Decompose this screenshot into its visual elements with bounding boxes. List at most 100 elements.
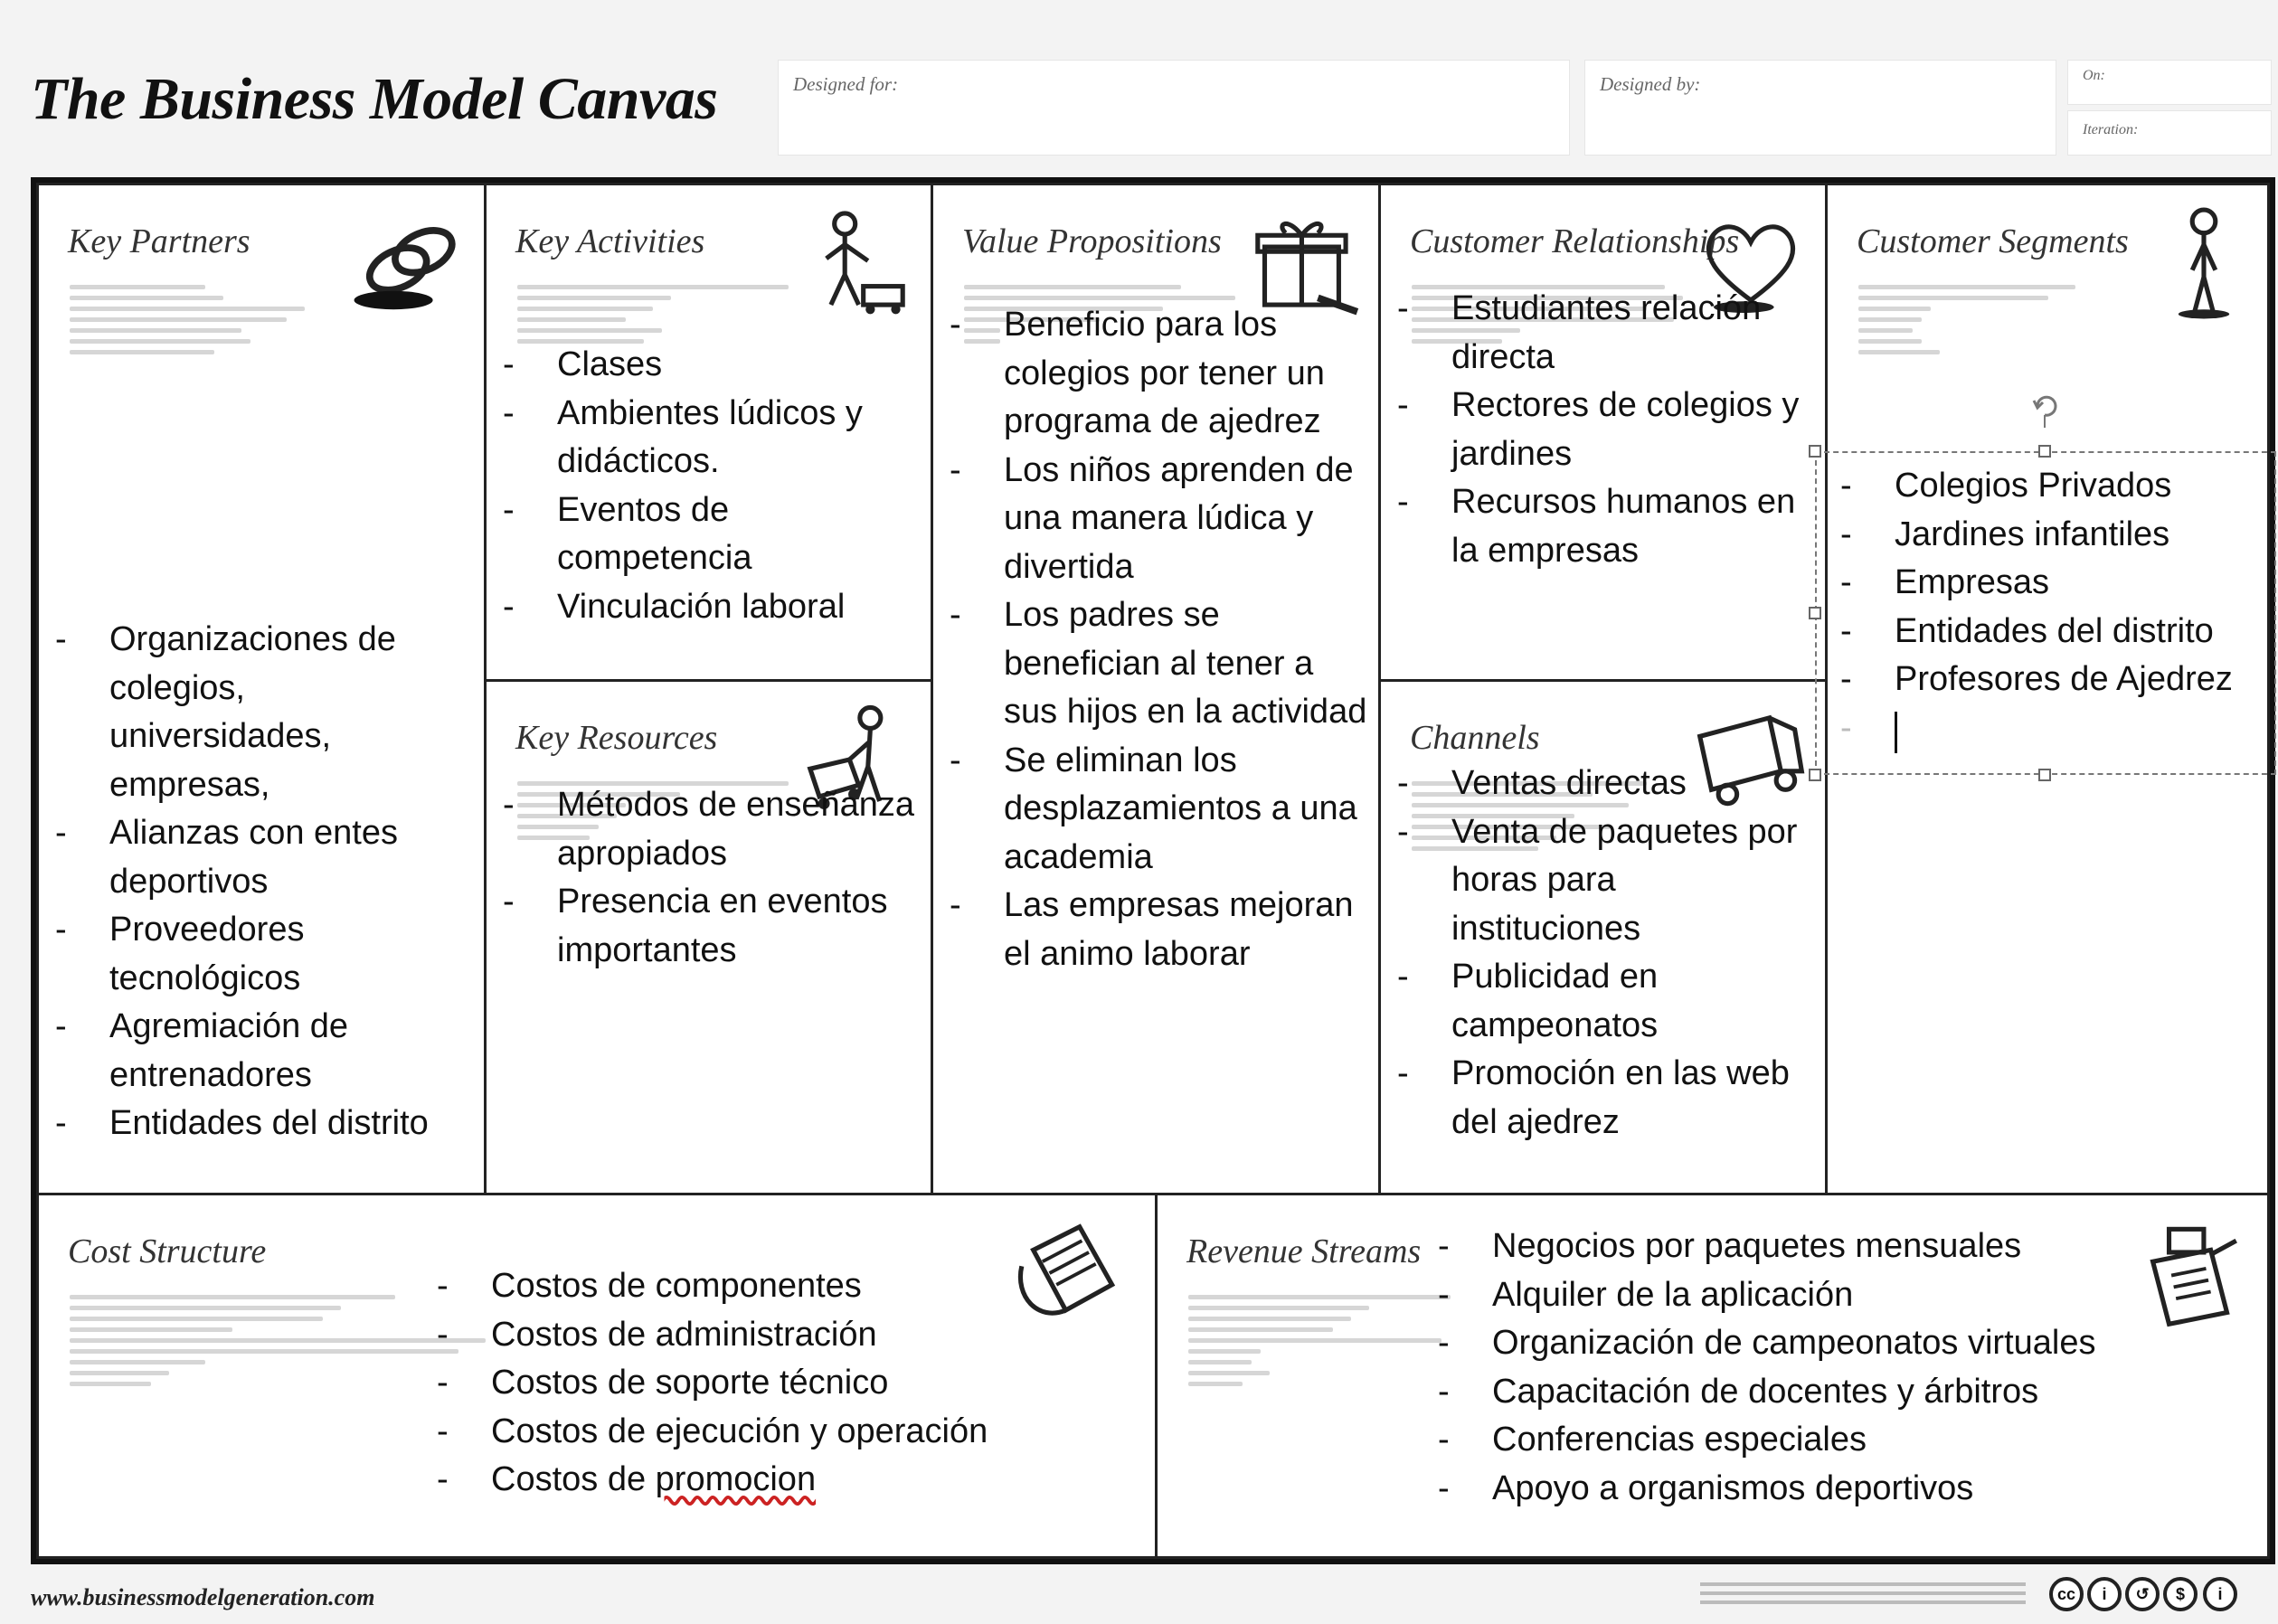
person-icon xyxy=(2178,207,2230,319)
list-item[interactable]: Costos de ejecución y operación xyxy=(437,1408,1124,1457)
key-activities-list: Clases Ambientes lúdicos y didácticos. E… xyxy=(503,341,919,631)
list-item[interactable]: Recursos humanos en la empresas xyxy=(1397,478,1813,575)
list-item[interactable]: Presencia en eventos importantes xyxy=(503,878,928,975)
resize-handle[interactable] xyxy=(1809,769,1821,781)
revenue-streams-list: Negocios por paquetes mensuales Alquiler… xyxy=(1438,1223,2125,1513)
designed-for-field[interactable]: Designed for: xyxy=(778,60,1570,156)
list-item[interactable]: Costos de promocion xyxy=(437,1456,1124,1505)
value-propositions-title: Value Propositions xyxy=(962,222,1222,260)
key-partners-block[interactable]: Key Partners Organizaciones de colegios,… xyxy=(36,183,487,1195)
list-item[interactable]: Ventas directas xyxy=(1397,760,1813,808)
resize-handle[interactable] xyxy=(2038,769,2051,781)
list-item[interactable]: Ambientes lúdicos y didácticos. xyxy=(503,390,919,486)
value-propositions-block[interactable]: Value Propositions Beneficio para los co… xyxy=(931,183,1381,1195)
list-item[interactable]: Promoción en las web del ajedrez xyxy=(1397,1050,1813,1147)
list-item[interactable]: Costos de componentes xyxy=(437,1262,1124,1311)
value-propositions-list: Beneficio para los colegios por tener un… xyxy=(950,301,1375,978)
customer-segments-list: Colegios Privados Jardines infantiles Em… xyxy=(1840,462,2265,752)
list-item[interactable]: Organización de campeonatos virtuales xyxy=(1438,1319,2125,1368)
customer-relationships-list: Estudiantes relación directa Rectores de… xyxy=(1397,285,1813,575)
list-item[interactable]: Costos de administración xyxy=(437,1311,1124,1360)
list-item[interactable]: Organizaciones de colegios, universidade… xyxy=(55,616,471,809)
list-item[interactable]: Colegios Privados xyxy=(1840,462,2265,511)
key-activities-block[interactable]: Key Activities Clases Ambientes lúdicos … xyxy=(484,183,933,682)
on-label: On: xyxy=(2083,68,2105,83)
list-item[interactable]: Beneficio para los colegios por tener un… xyxy=(950,301,1375,447)
list-item[interactable]: Empresas xyxy=(1840,559,2265,608)
designed-by-label: Designed by: xyxy=(1600,73,1701,95)
key-resources-block[interactable]: Key Resources Métodos de enseñanza aprop… xyxy=(484,679,933,1195)
nc-icon: $ xyxy=(2163,1577,2198,1611)
cash-register-icon xyxy=(2150,1226,2237,1327)
list-item[interactable]: Las empresas mejoran el animo laborar xyxy=(950,882,1375,978)
list-item[interactable]: Entidades del distrito xyxy=(55,1100,471,1148)
canvas-title: The Business Model Canvas xyxy=(31,66,718,132)
list-item[interactable]: Publicidad en campeonatos xyxy=(1397,953,1813,1050)
list-item[interactable]: Los niños aprenden de una manera lúdica … xyxy=(950,447,1375,592)
key-partners-hint xyxy=(70,285,341,361)
customer-segments-title: Customer Segments xyxy=(1857,222,2129,260)
list-item-empty[interactable] xyxy=(1840,704,2265,753)
list-item[interactable]: Negocios por paquetes mensuales xyxy=(1438,1223,2125,1271)
channels-block[interactable]: Channels Ventas directas Venta de paquet… xyxy=(1378,679,1828,1195)
text-cursor xyxy=(1895,712,1897,753)
cost-structure-title: Cost Structure xyxy=(68,1232,267,1270)
revenue-streams-title: Revenue Streams xyxy=(1186,1232,1422,1270)
list-item[interactable]: Rectores de colegios y jardines xyxy=(1397,382,1813,478)
canvas-board: Key Partners Organizaciones de colegios,… xyxy=(31,177,2276,1564)
sa-icon: ↺ xyxy=(2125,1577,2160,1611)
list-item[interactable]: Se eliminan los desplazamientos a una ac… xyxy=(950,737,1375,883)
list-item[interactable]: Estudiantes relación directa xyxy=(1397,285,1813,382)
list-item[interactable]: Costos de soporte técnico xyxy=(437,1359,1124,1408)
resize-handle[interactable] xyxy=(2038,445,2051,458)
list-item[interactable]: Profesores de Ajedrez xyxy=(1840,656,2265,704)
key-activities-title: Key Activities xyxy=(515,222,705,260)
resize-handle[interactable] xyxy=(1809,607,1821,619)
list-item[interactable]: Entidades del distrito xyxy=(1840,608,2265,656)
by-icon: i xyxy=(2087,1577,2122,1611)
revenue-streams-block[interactable]: Revenue Streams Negocios por paquetes me… xyxy=(1155,1193,2270,1559)
cost-structure-list: Costos de componentes Costos de administ… xyxy=(437,1262,1124,1505)
list-item[interactable]: Eventos de competencia xyxy=(503,486,919,583)
designed-for-label: Designed for: xyxy=(793,73,899,95)
customer-segments-block[interactable]: Customer Segments Colegios Privados Jard… xyxy=(1809,183,2276,1195)
designed-by-field[interactable]: Designed by: xyxy=(1584,60,2056,156)
list-item[interactable]: Los padres se benefician al tener a sus … xyxy=(950,591,1375,737)
cost-structure-block[interactable]: Cost Structure Costos de componentes Cos… xyxy=(36,1193,1158,1559)
customer-relationships-block[interactable]: Customer Relationships Estudiantes relac… xyxy=(1378,183,1828,682)
cost-structure-hint xyxy=(70,1295,486,1393)
date-field[interactable]: On: xyxy=(2067,60,2272,105)
license-fine-print xyxy=(1700,1582,2026,1604)
footer-url[interactable]: www.businessmodelgeneration.com xyxy=(31,1584,375,1610)
list-item[interactable]: Métodos de enseñanza apropiados xyxy=(503,781,928,878)
key-resources-title: Key Resources xyxy=(515,719,718,757)
key-resources-list: Métodos de enseñanza apropiados Presenci… xyxy=(503,781,928,975)
list-item[interactable]: Vinculación laboral xyxy=(503,583,919,632)
resize-handle[interactable] xyxy=(1809,445,1821,458)
channels-list: Ventas directas Venta de paquetes por ho… xyxy=(1397,760,1813,1147)
cc-icon: cc xyxy=(2049,1577,2084,1611)
channels-title: Channels xyxy=(1410,719,1540,757)
info-icon: i xyxy=(2203,1577,2237,1611)
iteration-field[interactable]: Iteration: xyxy=(2067,110,2272,156)
revenue-streams-hint xyxy=(1188,1295,1460,1393)
list-item[interactable]: Conferencias especiales xyxy=(1438,1416,2125,1465)
list-item[interactable]: Agremiación de entrenadores xyxy=(55,1003,471,1100)
iteration-label: Iteration: xyxy=(2083,122,2139,137)
list-item[interactable]: Apoyo a organismos deportivos xyxy=(1438,1465,2125,1514)
key-partners-list: Organizaciones de colegios, universidade… xyxy=(55,616,471,1148)
chain-links-icon xyxy=(354,227,456,310)
worker-icon xyxy=(825,211,905,315)
list-item[interactable]: Alquiler de la aplicación xyxy=(1438,1271,2125,1320)
list-item[interactable]: Clases xyxy=(503,341,919,390)
list-item[interactable]: Venta de paquetes por horas para institu… xyxy=(1397,808,1813,954)
list-item[interactable]: Proveedores tecnológicos xyxy=(55,906,471,1003)
list-item[interactable]: Alianzas con entes deportivos xyxy=(55,809,471,906)
key-partners-title: Key Partners xyxy=(68,222,250,260)
customer-relationships-title: Customer Relationships xyxy=(1410,222,1740,260)
list-item[interactable]: Capacitación de docentes y árbitros xyxy=(1438,1368,2125,1417)
rotate-handle-icon[interactable] xyxy=(2030,392,2059,428)
list-item[interactable]: Jardines infantiles xyxy=(1840,511,2265,560)
customer-segments-hint xyxy=(1858,285,2130,361)
spellcheck-word: promocion xyxy=(655,1460,817,1498)
